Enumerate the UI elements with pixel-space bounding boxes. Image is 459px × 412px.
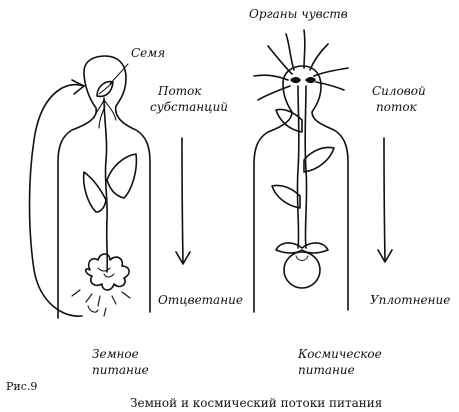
right-eye-right: [306, 78, 315, 83]
label-earthly-2: питание: [92, 363, 149, 377]
left-return-arrowhead: [72, 80, 84, 94]
label-cosmic-2: питание: [298, 363, 355, 377]
right-channel-right: [305, 86, 306, 248]
label-seed: Семя: [131, 46, 165, 60]
label-condensation: Уплотнение: [370, 293, 450, 307]
label-sense-organs: Органы чувств: [249, 7, 348, 21]
left-flow-arrow: [182, 138, 183, 262]
left-central-stem: [104, 98, 107, 272]
right-leaf-middle: [304, 148, 334, 173]
right-body-outline: [254, 66, 348, 312]
figure-caption: Земной и космический потоки питания: [130, 396, 382, 410]
label-force-flow-2: поток: [376, 100, 417, 114]
left-leaf-right: [107, 154, 136, 198]
left-fallen-petals: [72, 290, 130, 316]
right-channel-left: [297, 86, 298, 248]
left-leaf-left: [84, 172, 106, 212]
label-substance-flow-1: Поток: [158, 84, 201, 98]
right-fruit: [284, 252, 320, 288]
right-flow-arrow: [384, 138, 385, 260]
figure-number: Рис.9: [6, 380, 37, 393]
right-leaf-lower: [272, 185, 300, 208]
label-cosmic-1: Космическое: [298, 347, 382, 361]
right-eye-left: [291, 78, 300, 83]
label-withering: Отцветание: [158, 293, 243, 307]
label-substance-flow-2: субстанций: [150, 100, 228, 114]
right-sense-rays: [254, 30, 348, 100]
label-earthly-1: Земное: [92, 347, 139, 361]
label-force-flow-1: Силовой: [372, 84, 426, 98]
left-return-arc: [30, 85, 85, 317]
